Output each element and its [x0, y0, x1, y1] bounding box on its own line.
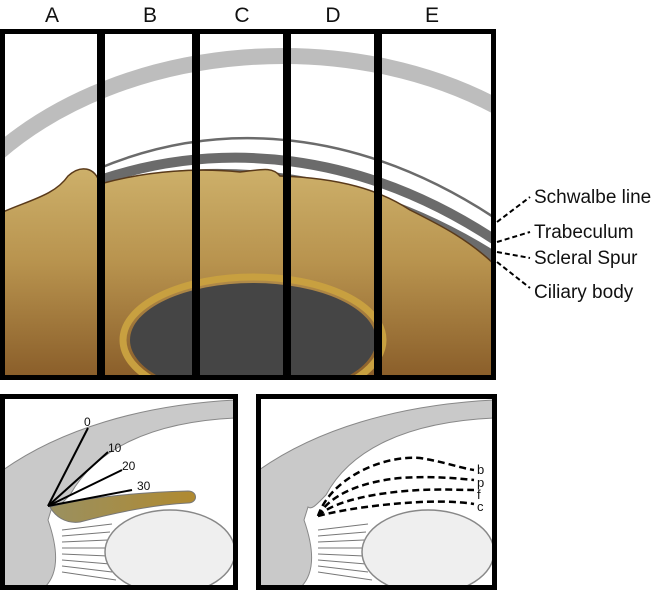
column-label-d: D — [325, 4, 340, 27]
iris — [49, 490, 196, 523]
schwalbe-line-label: Schwalbe line — [534, 187, 651, 208]
bottom-left-frame — [0, 394, 238, 590]
trabeculum-band — [98, 152, 493, 245]
lens — [361, 509, 494, 587]
column-label-e: E — [425, 4, 439, 27]
top-panel — [3, 32, 493, 377]
ciliary-body-label: Ciliary body — [534, 282, 634, 303]
bottom-right-frame — [256, 394, 497, 590]
column-label-c: C — [234, 4, 249, 27]
curve-label-p: p — [477, 475, 484, 490]
column-label-b: B — [143, 4, 157, 27]
zonule-fibers — [61, 523, 117, 581]
bottom-right-panel — [259, 397, 494, 587]
zonule-fibers — [317, 523, 373, 581]
scleral-spur-label: Scleral Spur — [534, 248, 638, 269]
angle-label-20: 20 — [122, 459, 136, 473]
schwalbe-line-band — [99, 136, 493, 219]
curve-label-f: f — [477, 487, 481, 502]
bottom-left-panel — [3, 397, 235, 587]
angle-lines — [47, 427, 133, 507]
pupil — [130, 283, 376, 377]
cornea-arc — [3, 47, 493, 160]
angle-label-30: 30 — [137, 479, 151, 493]
top-panel-frame — [0, 29, 496, 380]
curve-label-c: c — [477, 499, 484, 514]
trabeculum-label: Trabeculum — [534, 222, 634, 243]
lens — [104, 509, 235, 587]
column-dividers — [97, 32, 382, 377]
iris-configuration-curves — [316, 456, 475, 518]
curve-label-b: b — [477, 462, 484, 477]
pupil-ring — [119, 273, 387, 377]
column-label-a: A — [45, 4, 59, 27]
angle-label-0: 0 — [84, 415, 91, 429]
angle-label-10: 10 — [108, 441, 122, 455]
cornea-sclera — [259, 399, 494, 587]
leader-lines — [496, 196, 531, 289]
